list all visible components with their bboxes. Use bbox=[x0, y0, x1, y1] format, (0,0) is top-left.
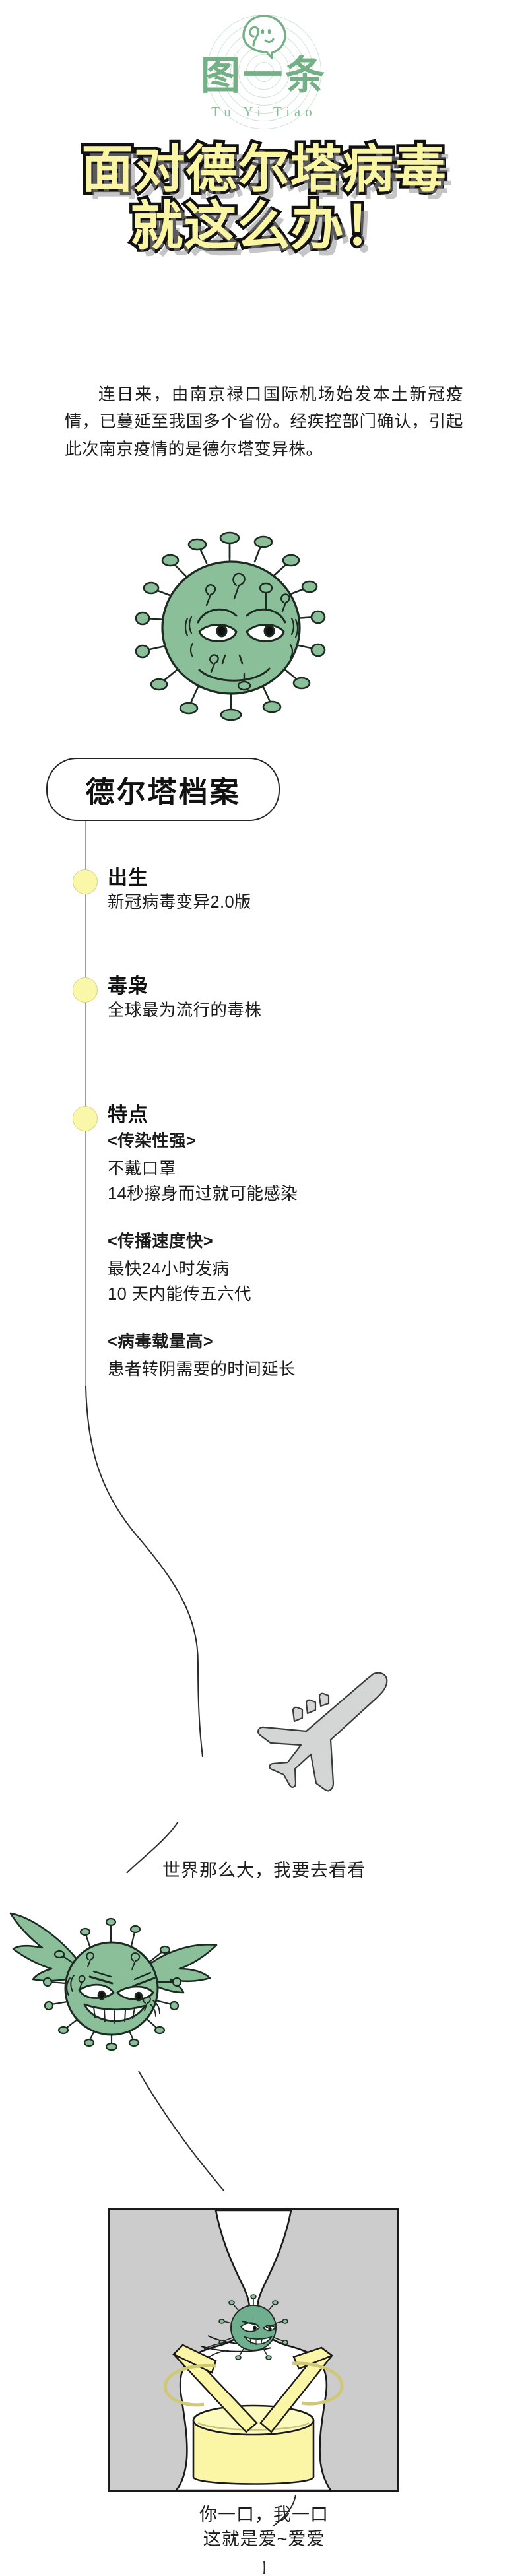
title-line-2: 就这么办！ bbox=[127, 197, 400, 256]
timeline-body-kingpin: 全球最为流行的毒株 bbox=[108, 1001, 262, 1020]
shared-drink-panel bbox=[108, 2208, 399, 2492]
trait-subtitle-infectious: <传染性强> bbox=[108, 1132, 197, 1150]
delta-profile-badge-label: 德尔塔档案 bbox=[85, 776, 241, 809]
timeline-heading-birth: 出生 bbox=[108, 867, 148, 889]
trait-subtitle-fast: <传播速度快> bbox=[108, 1232, 214, 1251]
trait-subtitle-load: <病毒载量高> bbox=[108, 1333, 214, 1351]
bottom-caption-line-2: 这就是爱~爱爱 bbox=[203, 2528, 325, 2549]
page-title: 面对德尔塔病毒 就这么办！ bbox=[0, 140, 528, 256]
delta-profile-badge: 德尔塔档案 bbox=[46, 758, 280, 821]
airplane-icon bbox=[257, 1672, 388, 1792]
timeline-dot-kingpin bbox=[73, 977, 98, 1003]
timeline-dot-birth bbox=[73, 869, 98, 894]
logo-brand-pinyin: Tu Yi Tiao bbox=[211, 103, 317, 119]
smug-virus-icon bbox=[135, 531, 326, 721]
timeline-dot-traits bbox=[73, 1106, 98, 1131]
trait-lines-fast: 最快24小时发病 10 天内能传五六代 bbox=[108, 1260, 251, 1304]
timeline-heading-traits: 特点 bbox=[108, 1104, 148, 1126]
timeline-body-birth: 新冠病毒变异2.0版 bbox=[108, 893, 251, 911]
timeline-heading-kingpin: 毒枭 bbox=[108, 975, 148, 997]
trait-lines-load: 患者转阴需要的时间延长 bbox=[108, 1360, 296, 1379]
logo-face-icon bbox=[242, 14, 286, 59]
timeline-vertical-line bbox=[85, 818, 86, 1386]
winged-virus-icon bbox=[9, 1912, 218, 2051]
intro-paragraph: 连日来，由南京禄口国际机场始发本土新冠疫情，已蔓延至我国多个省份。经疾控部门确认… bbox=[65, 385, 463, 459]
logo-brand-cn: 图一条 bbox=[201, 53, 327, 98]
bottom-caption-line-1: 你一口，我一口 bbox=[199, 2505, 329, 2525]
bottom-caption: 你一口，我一口 这就是爱~爱爱 bbox=[0, 2503, 528, 2551]
brand-logo: 图一条 Tu Yi Tiao bbox=[0, 9, 528, 135]
trait-lines-infectious: 不戴口罩 14秒擦身而过就可能感染 bbox=[108, 1160, 298, 1204]
travel-caption: 世界那么大，我要去看看 bbox=[162, 1861, 366, 1880]
title-line-1: 面对德尔塔病毒 bbox=[79, 140, 449, 198]
